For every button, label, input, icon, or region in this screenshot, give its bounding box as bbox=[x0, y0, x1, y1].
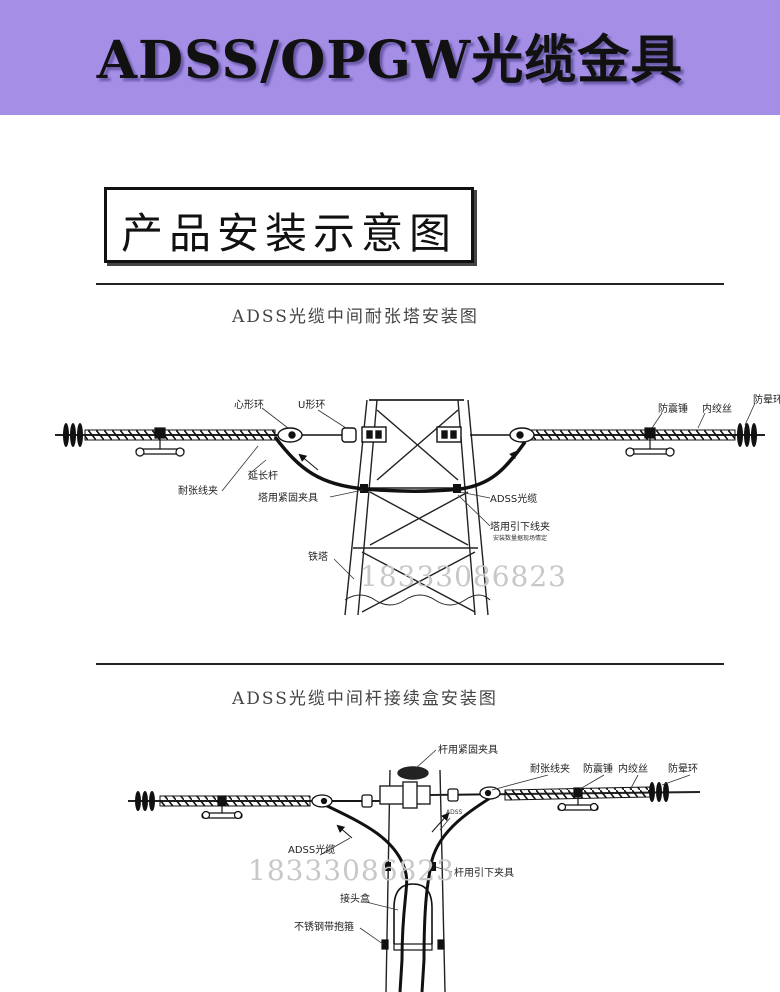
u-ring-right bbox=[436, 426, 462, 443]
anti-vibration-hammer-right bbox=[625, 427, 675, 457]
label-anti-halo-2: 防晕环 bbox=[668, 762, 698, 775]
label-tension-clamp: 耐张线夹 bbox=[178, 484, 218, 497]
diagram2-drawing: 杆用紧固夹具 耐张线夹 防震锤 内绞丝 防晕环 ADSS ADSS光缆 杆用引下… bbox=[128, 743, 701, 992]
section-title: 产品安装示意图 bbox=[120, 209, 457, 258]
label-pole-downlead: 杆用引下夹具 bbox=[454, 866, 514, 879]
label-extension-rod: 延长杆 bbox=[248, 470, 278, 482]
pole-downlead-clamps bbox=[385, 862, 436, 871]
inner-wire2-left bbox=[159, 795, 311, 807]
label-small-mark: ADSS bbox=[446, 809, 463, 816]
pole-fittings-right bbox=[447, 786, 501, 802]
label-tension-clamp-2: 耐张线夹 bbox=[530, 762, 570, 775]
label-inner-wire-2: 内绞丝 bbox=[618, 762, 648, 775]
label-tower-downlead: 塔用引下线夹 bbox=[490, 520, 550, 533]
anti-halo-ring-left bbox=[63, 423, 83, 447]
heart-ring-right bbox=[470, 427, 535, 443]
u-ring-left bbox=[341, 426, 387, 443]
label-u-ring: U形环 bbox=[298, 399, 325, 411]
heart-ring-left bbox=[277, 427, 345, 443]
divider-top bbox=[96, 283, 724, 285]
label-adss-cable-2: ADSS光缆 bbox=[288, 843, 335, 856]
label-splice-box: 接头盒 bbox=[340, 892, 370, 905]
watermark-phone-2: 18333086823 bbox=[248, 854, 455, 887]
tower-clamp-fixtures bbox=[360, 484, 461, 493]
label-heart-ring: 心形环 bbox=[234, 399, 264, 411]
diagram1-drawing: 心形环 U形环 防震锤 内绞丝 防晕环 延长杆 耐张线夹 塔用紧固夹具 ADSS… bbox=[55, 393, 780, 616]
steel-band-hoop bbox=[381, 939, 445, 951]
label-inner-wire: 内绞丝 bbox=[702, 402, 732, 415]
anti-halo-ring-right bbox=[737, 423, 757, 447]
section-heading-box: 产品安装示意图 bbox=[104, 187, 474, 263]
anti-vibration-hammer-left bbox=[135, 427, 185, 457]
divider-middle bbox=[96, 663, 724, 665]
label-anti-halo: 防晕环 bbox=[753, 393, 780, 406]
anti-vibration-hammer2-right bbox=[557, 787, 599, 812]
pole-fittings-left bbox=[311, 794, 373, 808]
inner-wire-right bbox=[529, 429, 736, 441]
title-banner: ADSS/OPGW光缆金具 bbox=[0, 0, 780, 115]
adss-cable-loop bbox=[273, 435, 527, 493]
label-pole-clamp: 杆用紧固夹具 bbox=[438, 743, 498, 756]
cable-arrow-2 bbox=[504, 450, 518, 466]
label-steel-band: 不锈钢带抱箍 bbox=[294, 920, 354, 933]
diagram2-leader-lines bbox=[319, 749, 691, 945]
diagram2-title: ADSS光缆中间杆接续盒安装图 bbox=[232, 689, 498, 709]
label-iron-tower: 铁塔 bbox=[308, 550, 328, 563]
cable-down-left bbox=[314, 798, 409, 992]
cable-down-right bbox=[420, 790, 501, 992]
cable-arrow-4 bbox=[431, 812, 450, 833]
anti-vibration-hammer2-left bbox=[201, 795, 243, 820]
cable-arrow-1 bbox=[298, 453, 319, 471]
diagram1-title: ADSS光缆中间耐张塔安装图 bbox=[232, 307, 479, 327]
diagram1-leader-lines bbox=[221, 402, 756, 580]
anti-halo-ring2-left bbox=[135, 791, 155, 811]
inner-wire-left bbox=[84, 429, 276, 441]
anti-halo-ring2-right bbox=[649, 782, 669, 802]
cable-arrow-3 bbox=[336, 824, 353, 839]
label-anti-vibration-2: 防震锤 bbox=[583, 762, 613, 775]
label-downlead-note: 安装数量据现场情定 bbox=[493, 534, 547, 542]
label-adss-cable: ADSS光缆 bbox=[490, 492, 537, 505]
page-title: ADSS/OPGW光缆金具 bbox=[96, 30, 684, 91]
label-tower-clamp: 塔用紧固夹具 bbox=[258, 491, 318, 504]
label-anti-vibration: 防震锤 bbox=[658, 402, 688, 415]
watermark-phone-1: 18333086823 bbox=[360, 560, 567, 593]
